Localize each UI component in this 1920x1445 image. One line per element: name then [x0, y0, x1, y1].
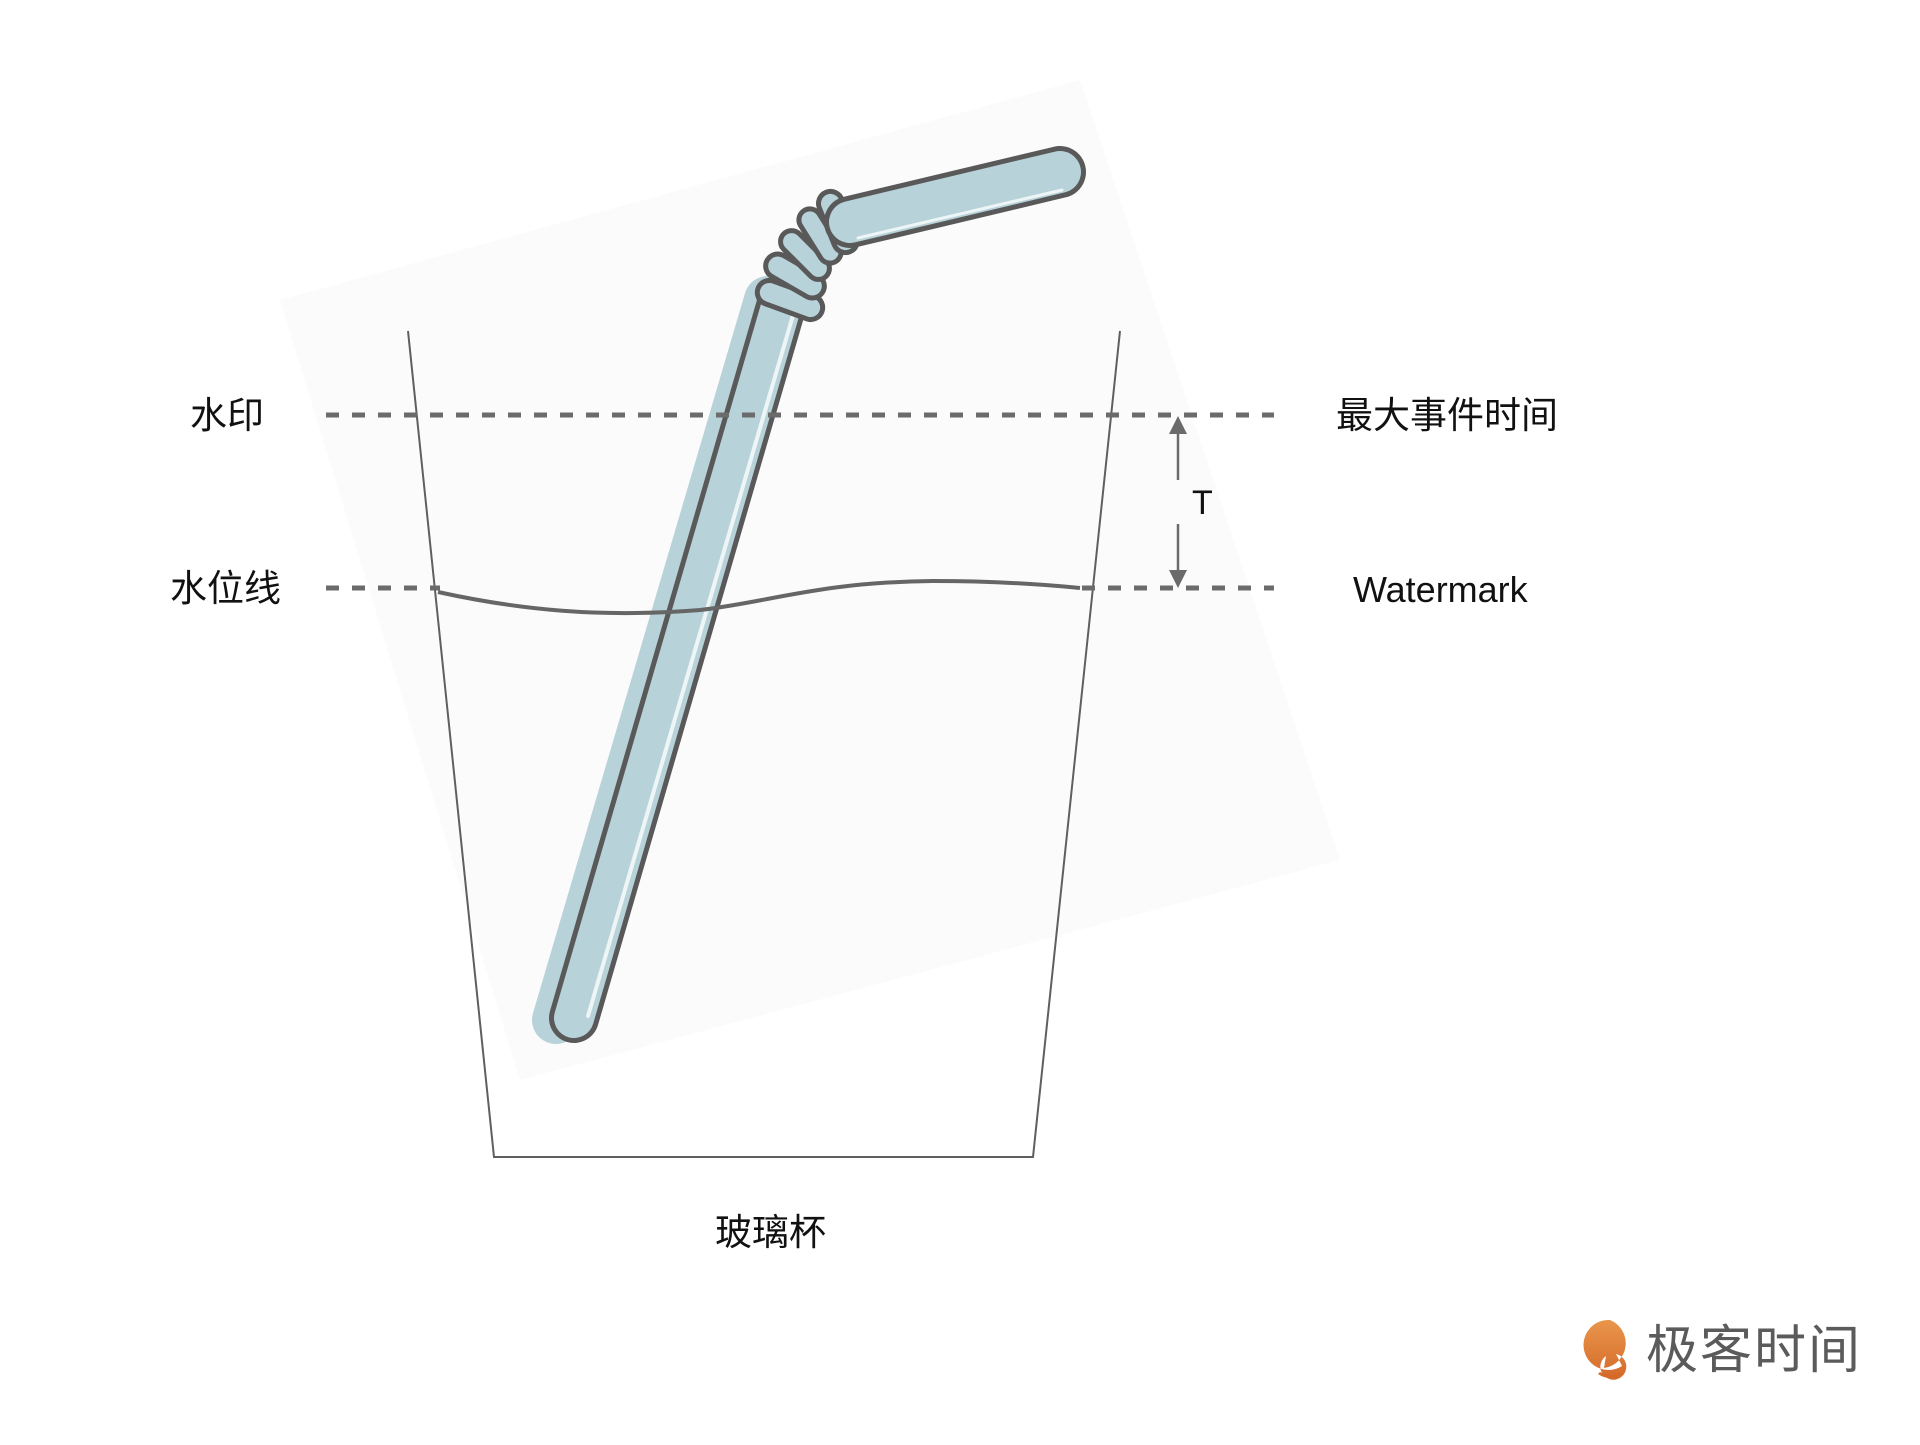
paper-background	[280, 80, 1340, 1080]
label-glass-cup: 玻璃杯	[715, 1211, 826, 1254]
straw-bend-rings	[754, 188, 860, 323]
arrow-down-icon	[1169, 570, 1187, 588]
logo-text: 极客时间	[1646, 1321, 1863, 1381]
t-gap-arrow	[1169, 416, 1187, 588]
arrow-up-icon	[1169, 416, 1187, 434]
cup-outline	[407, 330, 1121, 1158]
label-watermark-en: Watermark	[1353, 569, 1528, 610]
label-t-gap: T	[1192, 484, 1213, 522]
straw	[532, 146, 1086, 1044]
label-watermark-cn: 水印	[190, 394, 264, 437]
label-water-level: 水位线	[170, 567, 281, 610]
geektime-logo: 极客时间	[1582, 1318, 1862, 1384]
geektime-logo-icon	[1583, 1319, 1627, 1380]
water-surface-line	[437, 578, 1081, 616]
label-max-event-time: 最大事件时间	[1336, 394, 1558, 437]
